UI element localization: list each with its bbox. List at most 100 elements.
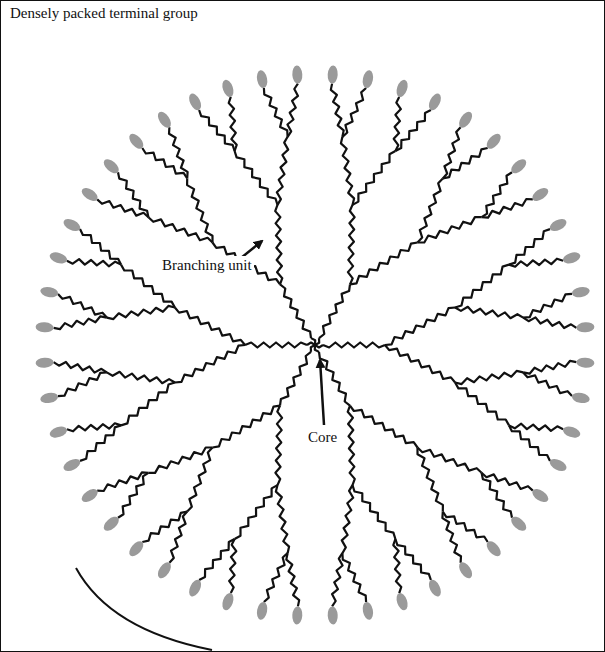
branch-chain bbox=[277, 137, 288, 205]
branch-chain bbox=[107, 306, 175, 319]
terminal-group bbox=[484, 539, 503, 559]
branch-chain bbox=[107, 372, 175, 383]
branch-chain bbox=[395, 110, 431, 151]
branch-chain bbox=[286, 553, 299, 606]
branch-chain bbox=[199, 539, 235, 580]
terminal-group bbox=[426, 578, 443, 599]
terminal-group bbox=[530, 486, 551, 504]
terminal-group bbox=[394, 591, 409, 611]
branch-chain bbox=[393, 539, 401, 593]
terminal-group bbox=[255, 69, 268, 89]
branch-chain bbox=[523, 372, 572, 396]
branch-chain bbox=[58, 294, 107, 318]
terminal-group bbox=[35, 322, 54, 333]
terminal-group bbox=[255, 601, 268, 621]
branch-chain bbox=[342, 485, 353, 553]
branch-chain bbox=[442, 512, 461, 563]
branch-chain bbox=[187, 178, 212, 242]
branch-chain bbox=[523, 361, 576, 374]
branch-chain bbox=[455, 383, 509, 426]
branch-chain bbox=[245, 343, 307, 348]
terminal-group bbox=[48, 424, 68, 439]
terminal-group bbox=[220, 591, 235, 611]
terminal-group bbox=[327, 606, 338, 625]
branch-chain bbox=[280, 352, 311, 406]
branch-chain bbox=[80, 229, 121, 265]
branch-chain bbox=[229, 97, 237, 151]
terminal-group bbox=[576, 322, 595, 333]
branch-chain bbox=[418, 448, 443, 512]
branch-chain bbox=[342, 88, 366, 137]
branch-chain bbox=[275, 406, 282, 486]
branch-chain bbox=[54, 316, 107, 329]
branch-chain bbox=[307, 343, 315, 346]
terminal-group bbox=[39, 391, 59, 404]
branch-chain bbox=[455, 371, 523, 384]
branch-chain bbox=[287, 84, 298, 137]
branch-chain bbox=[315, 345, 319, 352]
terminal-group bbox=[187, 578, 204, 599]
branch-chain bbox=[315, 338, 319, 345]
branch-chain bbox=[319, 352, 350, 406]
terminal-group bbox=[394, 78, 409, 98]
terminal-group bbox=[292, 65, 303, 84]
branch-chain bbox=[350, 406, 418, 448]
branch-chain bbox=[443, 148, 488, 178]
terminal-group bbox=[576, 357, 595, 368]
terminal-group bbox=[456, 109, 474, 130]
branch-chain bbox=[67, 423, 121, 431]
terminal-group bbox=[79, 486, 100, 504]
terminal-group bbox=[101, 514, 121, 533]
terminal-group bbox=[187, 92, 204, 113]
terminal-group bbox=[571, 285, 591, 298]
branch-chain bbox=[348, 406, 355, 486]
branch-chain bbox=[175, 345, 245, 383]
terminal-group bbox=[35, 357, 54, 368]
branch-chain bbox=[121, 383, 175, 426]
branch-chain bbox=[418, 217, 482, 242]
branch-chain bbox=[394, 97, 401, 151]
terminal-group bbox=[548, 456, 569, 473]
branch-chain bbox=[264, 553, 288, 602]
branch-chain bbox=[350, 243, 418, 285]
branch-chain bbox=[67, 259, 121, 266]
branch-chain bbox=[455, 265, 509, 308]
terminal-group bbox=[530, 185, 551, 203]
branch-chain bbox=[523, 294, 572, 318]
leader-arrow bbox=[320, 360, 324, 425]
branch-chain bbox=[482, 172, 512, 217]
branch-chain bbox=[509, 424, 563, 431]
branch-chain bbox=[443, 512, 488, 542]
branch-chain bbox=[323, 343, 385, 348]
branch-chain bbox=[455, 307, 523, 318]
label-title: Densely packed terminal group bbox=[8, 4, 200, 22]
part-label: Branching unit bbox=[160, 256, 254, 274]
branch-chain bbox=[385, 308, 455, 346]
branch-chain bbox=[264, 88, 288, 137]
terminal-group bbox=[48, 250, 68, 265]
terminal-group bbox=[127, 539, 146, 559]
branch-chain bbox=[385, 345, 455, 383]
terminal-group bbox=[292, 606, 303, 625]
terminal-group bbox=[509, 157, 529, 176]
terminal-group bbox=[571, 391, 591, 404]
terminal-group bbox=[62, 217, 83, 234]
branch-chain bbox=[353, 151, 396, 205]
branch-chain bbox=[54, 362, 107, 373]
branch-chain bbox=[169, 127, 188, 178]
branch-chain bbox=[482, 473, 512, 518]
terminal-group bbox=[426, 92, 443, 113]
branch-chain bbox=[97, 472, 148, 491]
terminal-group bbox=[155, 109, 173, 130]
terminal-group bbox=[456, 560, 474, 581]
branch-chain bbox=[213, 406, 281, 448]
branch-chain bbox=[280, 284, 311, 338]
branch-chain bbox=[58, 372, 107, 396]
branch-chain bbox=[509, 259, 563, 267]
branch-chain bbox=[118, 172, 148, 217]
branch-chain bbox=[175, 308, 245, 346]
branch-chain bbox=[482, 199, 533, 218]
branch-chain bbox=[332, 553, 343, 606]
terminal-group bbox=[484, 131, 503, 151]
terminal-arc-bracket bbox=[76, 568, 212, 650]
